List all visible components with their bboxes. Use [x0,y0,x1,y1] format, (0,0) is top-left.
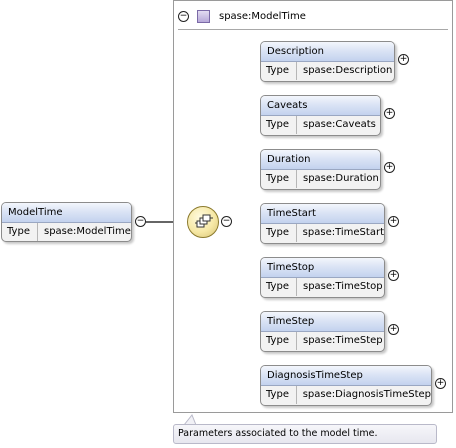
collapse-icon[interactable]: − [135,216,146,227]
type-value: spase:Caveats [303,119,376,130]
element-duration[interactable]: Duration Type spase:Duration [260,149,381,190]
collapse-icon[interactable]: − [221,216,232,227]
element-name: DiagnosisTimeStep [261,366,431,386]
collapse-icon[interactable]: − [178,10,189,22]
type-label: Type [261,332,297,350]
element-name: ModelTime [2,203,131,223]
complex-type-icon [197,9,210,23]
element-name: Caveats [261,96,380,116]
type-value: spase:DiagnosisTimeStep [302,389,431,400]
expand-icon[interactable]: + [435,378,446,389]
element-type-row: Type spase:Description [261,62,394,80]
annotation-pointer [183,414,197,426]
type-label: Type [261,62,297,80]
frame-header: − spase:ModelTime [178,8,306,24]
type-value: spase:TimeStep [303,335,383,346]
element-type-row: Type spase:ModelTime [2,223,131,241]
element-description[interactable]: Description Type spase:Description [260,41,395,82]
element-name: Description [261,42,394,62]
element-type-row: Type spase:TimeStop [261,278,384,296]
type-value: spase:Duration [303,173,379,184]
type-label: Type [261,224,297,242]
element-name: TimeStep [261,312,384,332]
type-label: Type [2,223,38,241]
expand-icon[interactable]: + [398,54,409,65]
expand-icon[interactable]: + [384,108,395,119]
element-type-row: Type spase:Duration [261,170,380,188]
expand-icon[interactable]: + [384,162,395,173]
annotation-note: Parameters associated to the model time. [173,424,437,444]
type-value: spase:TimeStop [303,281,383,292]
root-element-modeltime[interactable]: ModelTime Type spase:ModelTime [1,202,132,242]
element-name: TimeStop [261,258,384,278]
sequence-compositor[interactable] [187,206,219,238]
type-label: Type [261,170,297,188]
sequence-icon [195,214,213,228]
type-label: Type [261,116,297,134]
element-timestop[interactable]: TimeStop Type spase:TimeStop [260,257,385,298]
element-type-row: Type spase:TimeStart [261,224,384,242]
expand-icon[interactable]: + [388,324,399,335]
element-type-row: Type spase:DiagnosisTimeStep [261,386,431,404]
type-value: spase:TimeStart [302,227,384,238]
frame-title: spase:ModelTime [219,10,306,22]
type-value: spase:ModelTime [44,226,131,237]
element-diagnosistimestep[interactable]: DiagnosisTimeStep Type spase:DiagnosisTi… [260,365,432,406]
element-name: TimeStart [261,204,384,224]
type-label: Type [261,278,297,296]
expand-icon[interactable]: + [388,216,399,227]
element-timestart[interactable]: TimeStart Type spase:TimeStart [260,203,385,244]
type-label: Type [261,386,297,404]
frame-divider [178,29,448,30]
element-type-row: Type spase:Caveats [261,116,380,134]
type-value: spase:Description [303,65,393,76]
element-type-row: Type spase:TimeStep [261,332,384,350]
expand-icon[interactable]: + [388,270,399,281]
element-timestep[interactable]: TimeStep Type spase:TimeStep [260,311,385,352]
element-caveats[interactable]: Caveats Type spase:Caveats [260,95,381,136]
element-name: Duration [261,150,380,170]
